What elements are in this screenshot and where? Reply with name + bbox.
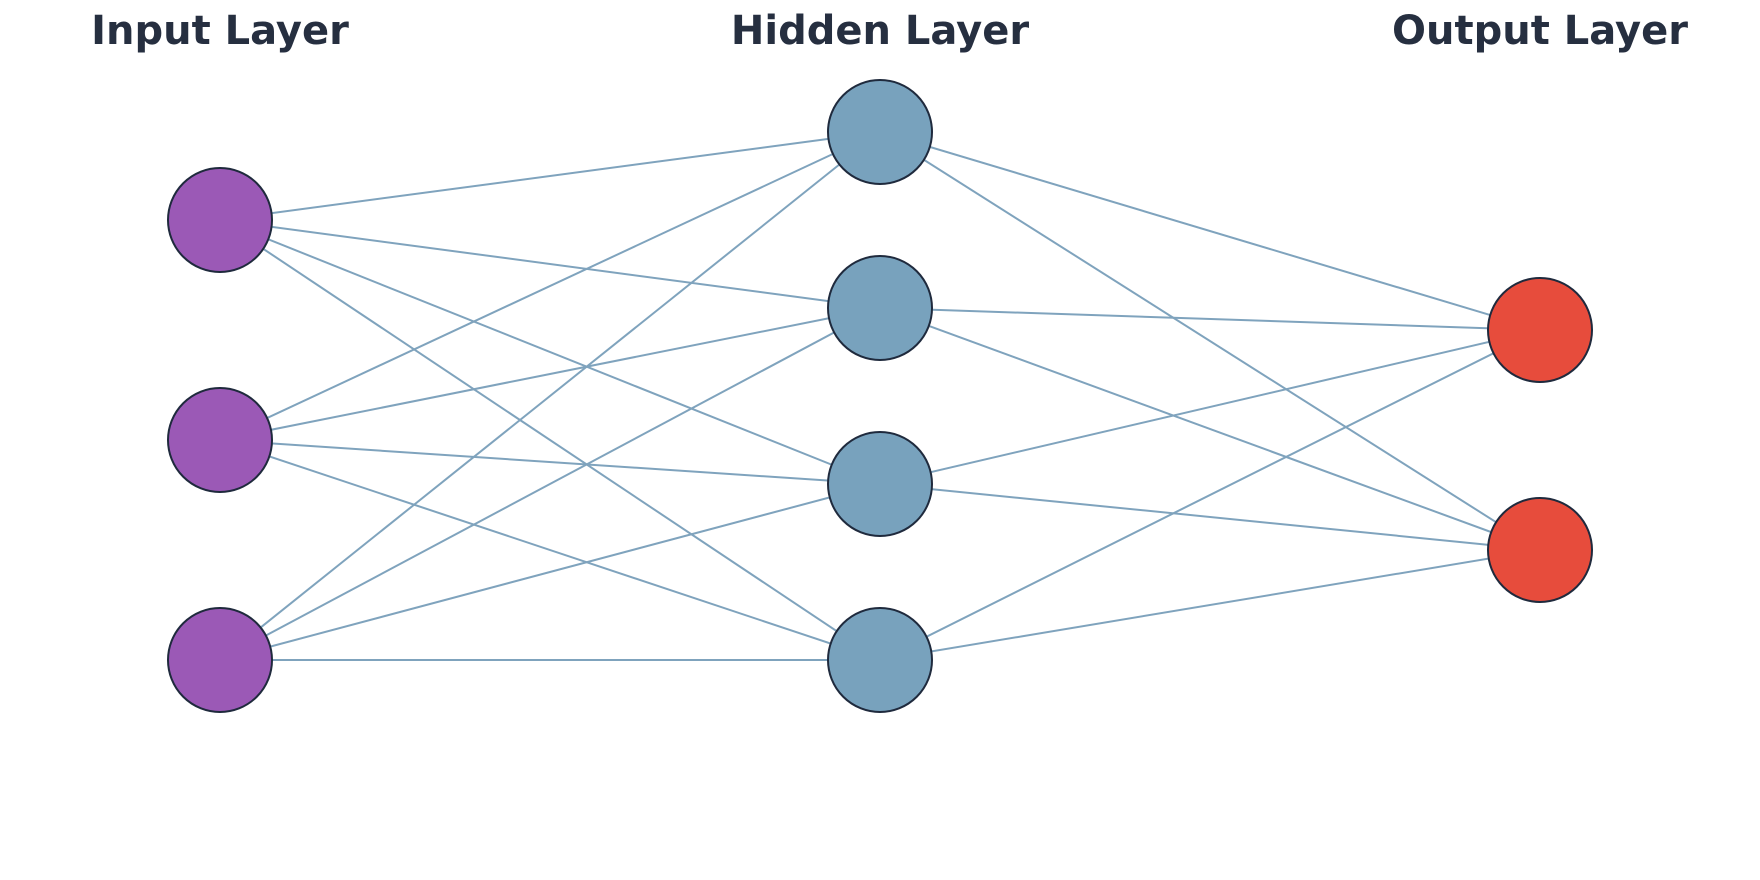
edge-input-2-to-hidden-1 xyxy=(219,131,881,441)
layer-titles: Input Layer Hidden Layer Output Layer xyxy=(91,8,1688,54)
edge-hidden-4-to-output-1 xyxy=(879,329,1541,661)
hidden-node-4 xyxy=(827,607,933,713)
edge-input-2-to-hidden-4 xyxy=(219,439,881,661)
output-node-1 xyxy=(1487,277,1593,383)
connections xyxy=(219,131,1541,661)
input-layer-title: Input Layer xyxy=(91,8,349,54)
edge-input-1-to-hidden-1 xyxy=(219,131,881,221)
edge-input-2-to-hidden-2 xyxy=(219,307,881,441)
edge-input-3-to-hidden-3 xyxy=(219,483,881,661)
edge-hidden-1-to-output-2 xyxy=(879,131,1541,551)
hidden-node-2 xyxy=(827,255,933,361)
neurons xyxy=(167,79,1593,713)
edge-hidden-2-to-output-2 xyxy=(879,307,1541,551)
edge-hidden-3-to-output-2 xyxy=(879,483,1541,551)
hidden-node-3 xyxy=(827,431,933,537)
edge-input-1-to-hidden-3 xyxy=(219,219,881,485)
output-node-2 xyxy=(1487,497,1593,603)
input-node-2 xyxy=(167,387,273,493)
edge-input-3-to-hidden-1 xyxy=(219,131,881,661)
edge-hidden-2-to-output-1 xyxy=(879,307,1541,331)
hidden-node-1 xyxy=(827,79,933,185)
edge-input-2-to-hidden-3 xyxy=(219,439,881,485)
edge-hidden-4-to-output-2 xyxy=(879,549,1541,661)
edge-hidden-3-to-output-1 xyxy=(879,329,1541,485)
input-node-1 xyxy=(167,167,273,273)
edge-hidden-1-to-output-1 xyxy=(879,131,1541,331)
output-layer-title: Output Layer xyxy=(1392,8,1688,54)
edge-input-3-to-hidden-2 xyxy=(219,307,881,661)
input-node-3 xyxy=(167,607,273,713)
edge-input-1-to-hidden-2 xyxy=(219,219,881,309)
edge-input-1-to-hidden-4 xyxy=(219,219,881,661)
hidden-layer-title: Hidden Layer xyxy=(731,8,1029,54)
